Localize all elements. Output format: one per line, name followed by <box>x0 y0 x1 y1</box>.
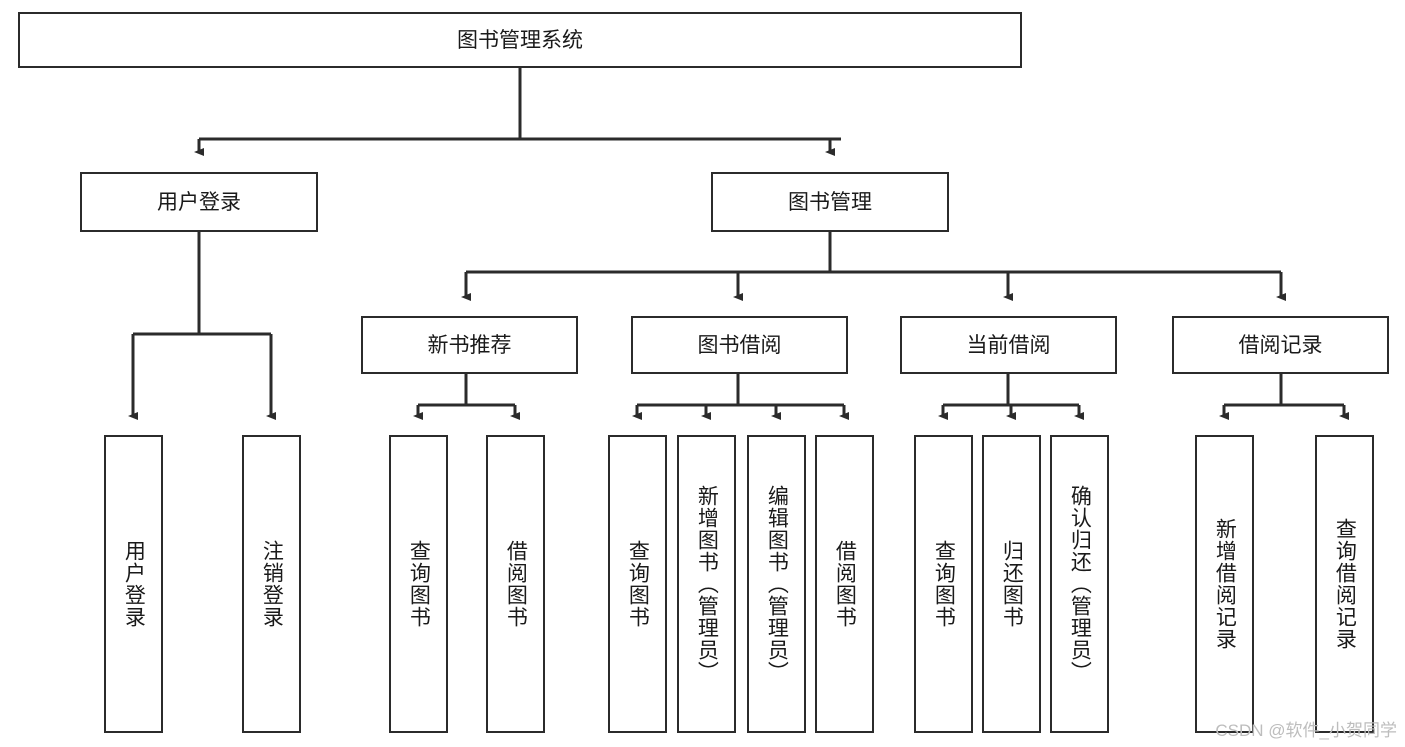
leaf-book-borrow-edit[interactable]: 编辑图书（管理员） <box>747 435 806 733</box>
csdn-watermark: CSDN @软件_小贺同学 <box>1215 721 1397 740</box>
leaf-current-borrow-query-label: 查询图书 <box>932 540 956 628</box>
leaf-book-borrow-add[interactable]: 新增图书（管理员） <box>677 435 736 733</box>
node-new-book-recommend-label: 新书推荐 <box>427 333 512 357</box>
leaf-book-borrow-borrow-label: 借阅图书 <box>833 540 857 628</box>
leaf-new-book-borrow[interactable]: 借阅图书 <box>486 435 545 733</box>
node-new-book-recommend[interactable]: 新书推荐 <box>361 316 578 374</box>
leaf-current-borrow-return-label: 归还图书 <box>1000 540 1024 628</box>
node-borrow-record-label: 借阅记录 <box>1238 333 1323 357</box>
node-user-login-label: 用户登录 <box>157 190 241 214</box>
leaf-user-login-logout-label: 注销登录 <box>260 540 284 628</box>
leaf-borrow-record-add[interactable]: 新增借阅记录 <box>1195 435 1254 733</box>
node-root-system[interactable]: 图书管理系统 <box>18 12 1022 68</box>
leaf-new-book-query-label: 查询图书 <box>407 540 431 628</box>
leaf-borrow-record-query-label: 查询借阅记录 <box>1333 518 1357 650</box>
node-current-borrow[interactable]: 当前借阅 <box>900 316 1117 374</box>
leaf-current-borrow-query[interactable]: 查询图书 <box>914 435 973 733</box>
leaf-user-login-login[interactable]: 用户登录 <box>104 435 163 733</box>
leaf-borrow-record-add-label: 新增借阅记录 <box>1213 518 1237 650</box>
node-borrow-record[interactable]: 借阅记录 <box>1172 316 1389 374</box>
leaf-book-borrow-add-label: 新增图书（管理员） <box>695 485 719 683</box>
node-book-borrow[interactable]: 图书借阅 <box>631 316 848 374</box>
leaf-current-borrow-confirm[interactable]: 确认归还（管理员） <box>1050 435 1109 733</box>
leaf-book-borrow-edit-label: 编辑图书（管理员） <box>765 485 789 683</box>
leaf-user-login-login-label: 用户登录 <box>122 540 146 628</box>
node-book-borrow-label: 图书借阅 <box>697 333 782 357</box>
leaf-current-borrow-return[interactable]: 归还图书 <box>982 435 1041 733</box>
node-current-borrow-label: 当前借阅 <box>966 333 1051 357</box>
leaf-book-borrow-query[interactable]: 查询图书 <box>608 435 667 733</box>
node-user-login[interactable]: 用户登录 <box>80 172 318 232</box>
leaf-new-book-borrow-label: 借阅图书 <box>504 540 528 628</box>
node-book-manage[interactable]: 图书管理 <box>711 172 949 232</box>
leaf-current-borrow-confirm-label: 确认归还（管理员） <box>1068 485 1092 683</box>
leaf-book-borrow-query-label: 查询图书 <box>626 540 650 628</box>
leaf-borrow-record-query[interactable]: 查询借阅记录 <box>1315 435 1374 733</box>
node-root-system-label: 图书管理系统 <box>457 28 583 52</box>
leaf-user-login-logout[interactable]: 注销登录 <box>242 435 301 733</box>
node-book-manage-label: 图书管理 <box>788 190 872 214</box>
leaf-book-borrow-borrow[interactable]: 借阅图书 <box>815 435 874 733</box>
leaf-new-book-query[interactable]: 查询图书 <box>389 435 448 733</box>
